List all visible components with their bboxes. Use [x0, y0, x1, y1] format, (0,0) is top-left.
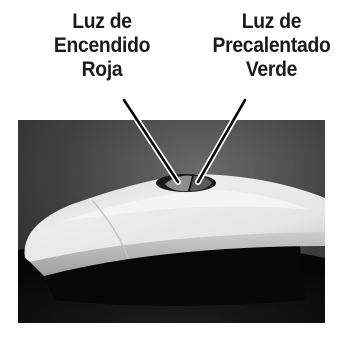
power-light-callout: Luz de Encendido Roja [41, 10, 162, 82]
power-light-line3: Roja [81, 58, 123, 81]
preheat-light-line1: Luz de [241, 10, 302, 33]
dome-highlight [60, 190, 310, 222]
preheat-light-line2: Precalentado [212, 34, 331, 57]
preheat-indicator-light [190, 176, 212, 191]
power-light-line1: Luz de [72, 10, 132, 33]
lid-lip [30, 230, 325, 276]
power-light-line2: Encendido [53, 34, 151, 57]
preheat-light-callout: Luz de Precalentado Verde [206, 10, 338, 82]
dome-crease [91, 199, 129, 259]
preheat-light-line3: Verde [245, 58, 298, 81]
leader-lines [121, 97, 248, 185]
